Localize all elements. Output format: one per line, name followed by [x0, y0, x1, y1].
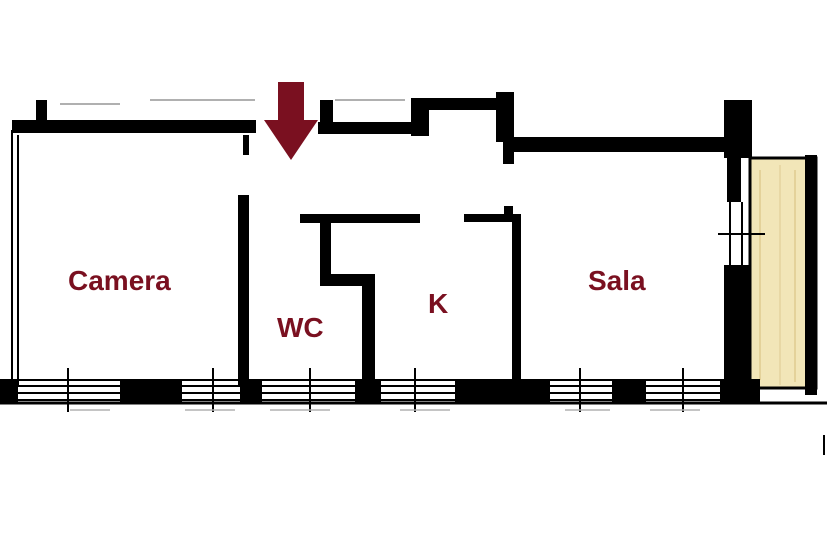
top-edge-guides [60, 99, 405, 105]
balcony-door [718, 202, 765, 265]
top-wall-middle [318, 122, 413, 134]
wc-inner-wall-horizontal [320, 274, 375, 286]
camera-door-jamb [243, 135, 249, 155]
wall-step-down [503, 138, 514, 164]
top-wall-left [12, 120, 256, 133]
outer-walls [12, 92, 752, 393]
room-label-sala: Sala [588, 265, 646, 296]
k-top-wall [464, 214, 520, 222]
room-label-camera: Camera [68, 265, 171, 296]
wc-top-wall [300, 214, 420, 223]
camera-wc-partition [238, 195, 249, 385]
balcony [748, 155, 818, 395]
top-wall-right [510, 137, 732, 152]
right-pillar [724, 100, 752, 158]
top-wall-notch-top [411, 98, 501, 110]
k-sala-jamb [504, 206, 513, 218]
wall-stub-left [36, 100, 47, 122]
room-label-wc: WC [277, 312, 324, 343]
wall-stub-middle [320, 100, 333, 124]
entrance-arrow-icon [264, 82, 318, 160]
right-wall-upper [727, 158, 741, 202]
wc-inner-wall-vertical [320, 214, 331, 282]
k-sala-partition [512, 214, 521, 384]
interior-walls [238, 135, 521, 385]
left-wall [0, 130, 19, 402]
wc-k-partition [362, 274, 375, 384]
room-label-k: K [428, 288, 448, 319]
bottom-wall-band [0, 368, 827, 412]
top-wall-notch-right [496, 92, 514, 142]
right-wall-lower [724, 265, 750, 393]
